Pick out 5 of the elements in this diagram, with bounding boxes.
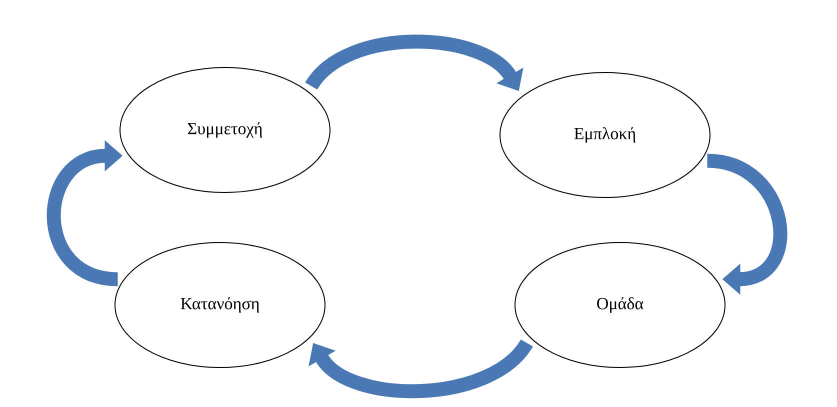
ellipse-node: Εμπλοκή bbox=[500, 72, 710, 198]
ellipse-node: Κατανόηση bbox=[114, 242, 326, 368]
curved-arrow bbox=[308, 338, 532, 398]
ellipse-node: Ομάδα bbox=[514, 242, 726, 368]
ellipse-node: Συμμετοχή bbox=[120, 67, 330, 193]
